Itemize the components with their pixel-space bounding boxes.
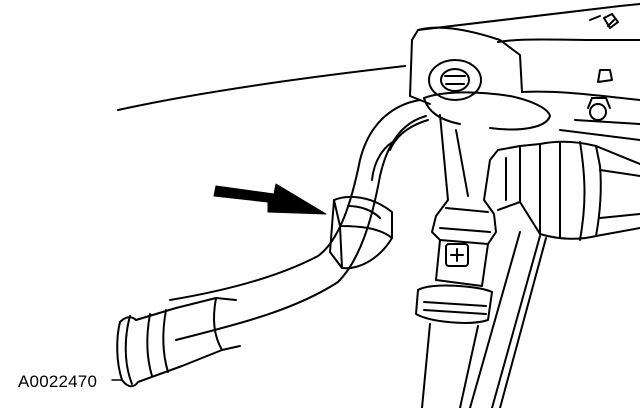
tube-clip	[329, 195, 393, 270]
end-fitting	[116, 297, 241, 388]
mounting-boss	[423, 59, 551, 131]
figure-id-label: A0022470	[18, 372, 98, 391]
line-fitting	[497, 140, 640, 241]
tube-right	[469, 231, 547, 408]
valve-body	[415, 114, 499, 408]
housing-block	[409, 3, 640, 141]
refrigerant-line	[169, 99, 429, 341]
body-panel-line	[117, 65, 406, 111]
arrow-icon	[213, 183, 327, 215]
